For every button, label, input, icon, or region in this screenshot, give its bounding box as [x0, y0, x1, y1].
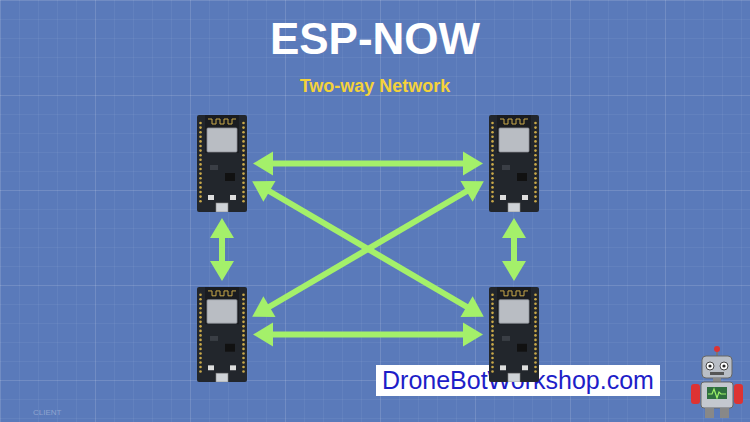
- esp32-board: [197, 287, 247, 382]
- double-arrow: [252, 181, 484, 317]
- watermark: CLIENT: [33, 408, 61, 417]
- esp32-board: [489, 287, 539, 382]
- double-arrow: [252, 181, 484, 317]
- double-arrow: [210, 218, 234, 281]
- title-wrap: ESP-NOW: [0, 14, 750, 64]
- diagram-title: ESP-NOW: [270, 14, 480, 64]
- robot-mascot: [688, 346, 746, 420]
- esp32-node: [197, 287, 247, 382]
- esp32-board: [197, 115, 247, 212]
- esp32-node: [489, 115, 539, 212]
- watermark-wrap: CLIENT: [33, 401, 61, 419]
- double-arrow: [253, 323, 483, 347]
- double-arrow: [502, 218, 526, 281]
- double-arrow: [253, 152, 483, 176]
- subtitle-wrap: Two-way Network: [0, 76, 750, 97]
- esp32-node: [489, 287, 539, 382]
- subtitle: Two-way Network: [300, 76, 451, 97]
- esp32-board: [489, 115, 539, 212]
- esp32-node: [197, 115, 247, 212]
